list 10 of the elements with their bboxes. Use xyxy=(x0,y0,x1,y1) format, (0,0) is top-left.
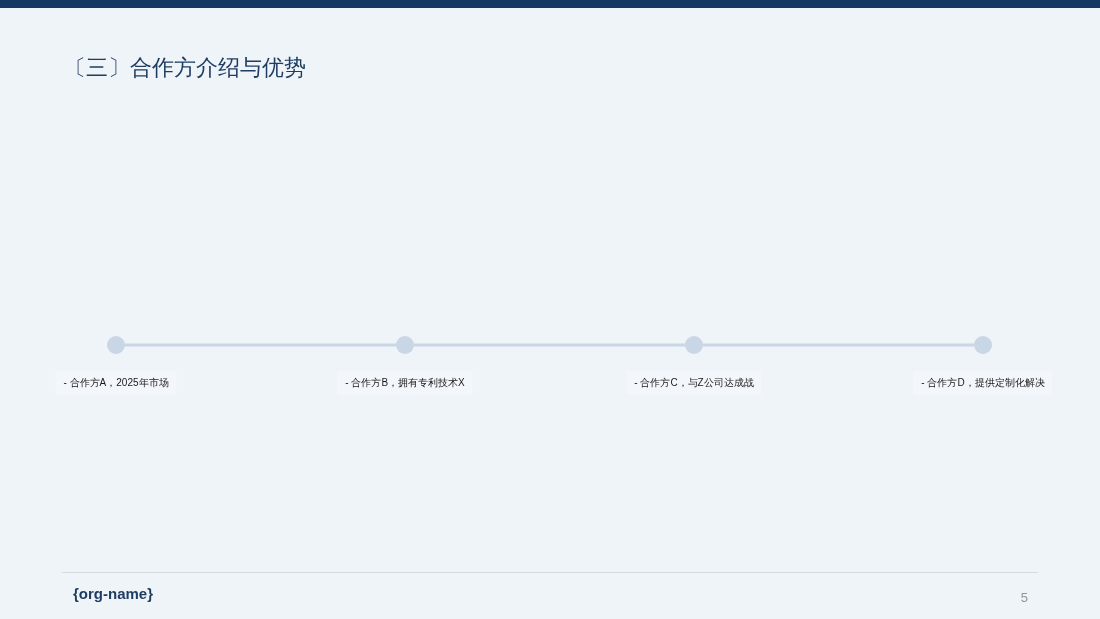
timeline-line xyxy=(414,343,685,347)
milestone-text: - 合作方A，2025年市场 xyxy=(55,371,177,395)
timeline-line xyxy=(125,343,396,347)
slide-title: 〔三〕合作方介绍与优势 xyxy=(64,54,306,82)
milestone-text: - 合作方D，提供定制化解决 xyxy=(913,371,1053,395)
timeline-line xyxy=(703,343,974,347)
footer-org-name: {org-name} xyxy=(73,584,154,604)
page-number: 5 xyxy=(1020,589,1028,607)
milestone-text: - 合作方B，拥有专利技术X xyxy=(337,371,473,395)
milestone-text: - 合作方C，与Z公司达成战 xyxy=(626,371,762,395)
